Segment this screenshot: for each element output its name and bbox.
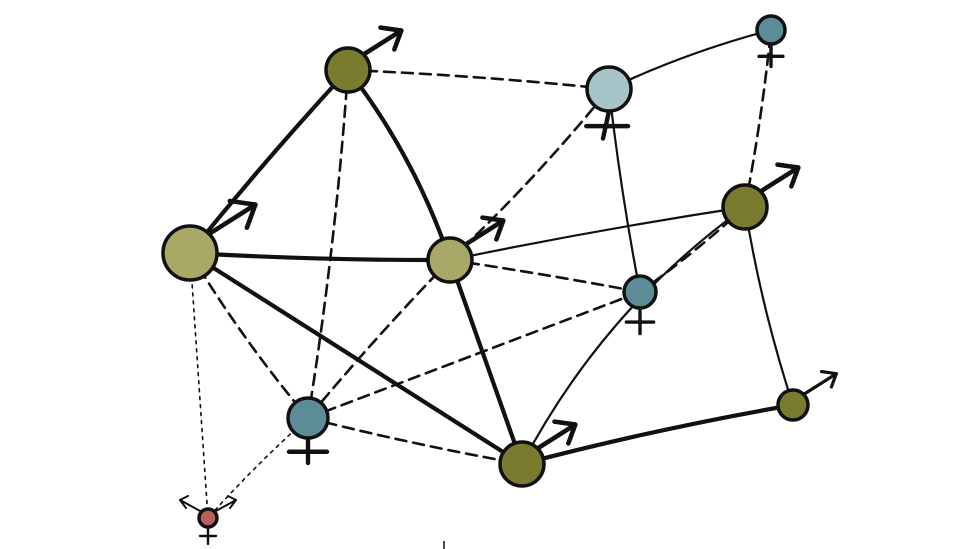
- edge-m3-m4: [447, 257, 525, 467]
- edge-m3-m5: [448, 205, 747, 262]
- edge-m5-m6: [743, 205, 795, 407]
- edge-f1-f2: [607, 87, 642, 294]
- male-arrow-icon-m3: [463, 218, 506, 247]
- node-male-m1: [324, 46, 372, 94]
- male-arrow-icon-head-m2: [227, 198, 258, 231]
- male-arrow-icon-head-m4: [552, 419, 578, 446]
- intersex-symbol-icon-left-head: [179, 495, 189, 509]
- edge-m2-x1: [189, 252, 209, 519]
- edge-m3-f2: [448, 258, 642, 294]
- edge-m1-m2: [187, 67, 351, 256]
- edge-f3-m4: [306, 416, 524, 466]
- gender-symbol-layer: [179, 25, 838, 546]
- edge-m1-m3: [345, 67, 453, 263]
- male-arrow-icon-head-m6: [820, 370, 838, 389]
- edge-m4-m6: [519, 402, 796, 467]
- edge-m2-f3: [188, 251, 310, 420]
- intersex-symbol-icon-right: [213, 499, 237, 513]
- edge-m2-m3: [187, 250, 453, 263]
- node-female-f1: [585, 65, 633, 113]
- male-arrow-icon-m1: [361, 28, 404, 57]
- intersex-symbol-icon-left: [179, 499, 203, 513]
- edge-m3-f3: [306, 258, 452, 420]
- edge-f1-f4: [607, 28, 773, 91]
- male-arrow-icon-head-m5: [775, 162, 801, 189]
- node-male-m3: [426, 236, 474, 284]
- node-male-m4: [498, 440, 546, 488]
- edge-m1-f3: [306, 68, 350, 420]
- edge-m2-m4: [187, 250, 525, 467]
- node-female-f4: [755, 14, 787, 46]
- edge-layer: [187, 28, 796, 519]
- edge-m5-m4: [520, 205, 747, 466]
- male-arrow-icon-m5: [758, 165, 801, 194]
- node-female-f3: [286, 396, 330, 440]
- edge-f3-f2: [306, 290, 642, 420]
- male-arrow-icon-m6: [801, 372, 838, 397]
- node-male-m2: [161, 224, 219, 282]
- male-arrow-icon-head-m1: [378, 25, 404, 52]
- edge-m1-f1: [346, 68, 611, 91]
- male-arrow-icon-head-m3: [480, 215, 506, 242]
- node-male-m6: [776, 388, 810, 422]
- node-layer: [161, 14, 810, 529]
- male-arrow-icon-m4: [535, 422, 578, 451]
- node-male-m5: [721, 183, 769, 231]
- male-arrow-icon-m2: [206, 202, 258, 237]
- node-intersex-x1: [197, 507, 219, 529]
- node-female-f2: [622, 274, 658, 310]
- intersex-symbol-icon-right-head: [227, 495, 237, 509]
